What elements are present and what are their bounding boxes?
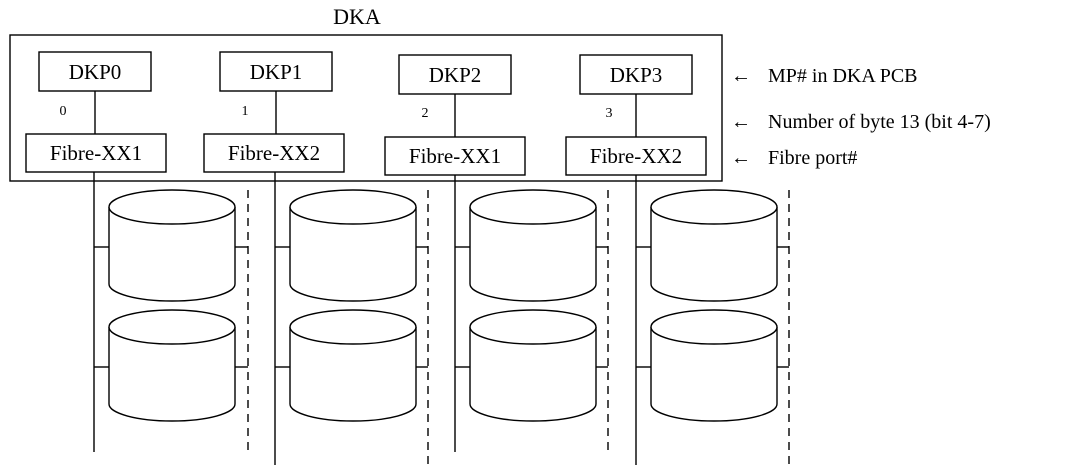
fibre-port-box-1 (203, 133, 345, 173)
disk-body (650, 207, 778, 302)
byte-number-3: 3 (606, 106, 613, 121)
disk-drives (94, 189, 789, 422)
processor-column-0: DKP0 0 Fibre-XX1 (25, 51, 167, 173)
disk-body (289, 327, 417, 422)
byte-number-1: 1 (242, 104, 249, 119)
disk-0-0 (94, 189, 248, 302)
dkp-box-3 (579, 54, 693, 95)
byte-number-0: 0 (60, 104, 67, 119)
disk-top (650, 189, 778, 225)
disk-3-1 (636, 309, 789, 422)
disk-body (289, 207, 417, 302)
disk-top (650, 309, 778, 345)
processor-column-1: DKP1 1 Fibre-XX2 (203, 51, 345, 173)
disk-top (289, 309, 417, 345)
disk-top (469, 189, 597, 225)
disk-2-0 (455, 189, 608, 302)
dkp-label-1: DKP1 (250, 60, 303, 84)
annotations: ← MP# in DKA PCB ← Number of byte 13 (bi… (731, 65, 991, 169)
disk-1-0 (275, 189, 428, 302)
fibre-port-label-0: Fibre-XX1 (50, 141, 142, 165)
dkp-box-1 (219, 51, 333, 92)
disk-top (469, 309, 597, 345)
annotation-text-1: Number of byte 13 (bit 4-7) (768, 111, 991, 133)
disk-body (469, 327, 597, 422)
processor-column-2: DKP2 2 Fibre-XX1 (384, 54, 526, 176)
fibre-port-label-1: Fibre-XX2 (228, 141, 320, 165)
fibre-port-box-0 (25, 133, 167, 173)
fibre-port-label-2: Fibre-XX1 (409, 144, 501, 168)
disk-0-1 (94, 309, 248, 422)
annotation-text-2: Fibre port# (768, 147, 857, 169)
disk-top (108, 189, 236, 225)
disk-body (469, 207, 597, 302)
annotation-arrow-0: ← (731, 65, 751, 87)
annotation-arrow-1: ← (731, 111, 751, 133)
dkp-label-0: DKP0 (69, 60, 122, 84)
processor-column-3: DKP3 3 Fibre-XX2 (565, 54, 707, 176)
dka-title: DKA (333, 4, 381, 29)
fibre-loops (93, 172, 790, 465)
fibre-port-label-3: Fibre-XX2 (590, 144, 682, 168)
dkp-label-3: DKP3 (610, 63, 663, 87)
fibre-port-box-3 (565, 136, 707, 176)
dka-frame (9, 34, 723, 182)
disk-top (108, 309, 236, 345)
annotation-arrow-2: ← (731, 147, 751, 169)
disk-body (108, 207, 236, 302)
byte-number-2: 2 (422, 106, 429, 121)
disk-top (289, 189, 417, 225)
disk-body (650, 327, 778, 422)
disk-body (108, 327, 236, 422)
disk-1-1 (275, 309, 428, 422)
disk-3-0 (636, 189, 789, 302)
annotation-text-0: MP# in DKA PCB (768, 65, 918, 87)
disk-2-1 (455, 309, 608, 422)
dkp-label-2: DKP2 (429, 63, 482, 87)
